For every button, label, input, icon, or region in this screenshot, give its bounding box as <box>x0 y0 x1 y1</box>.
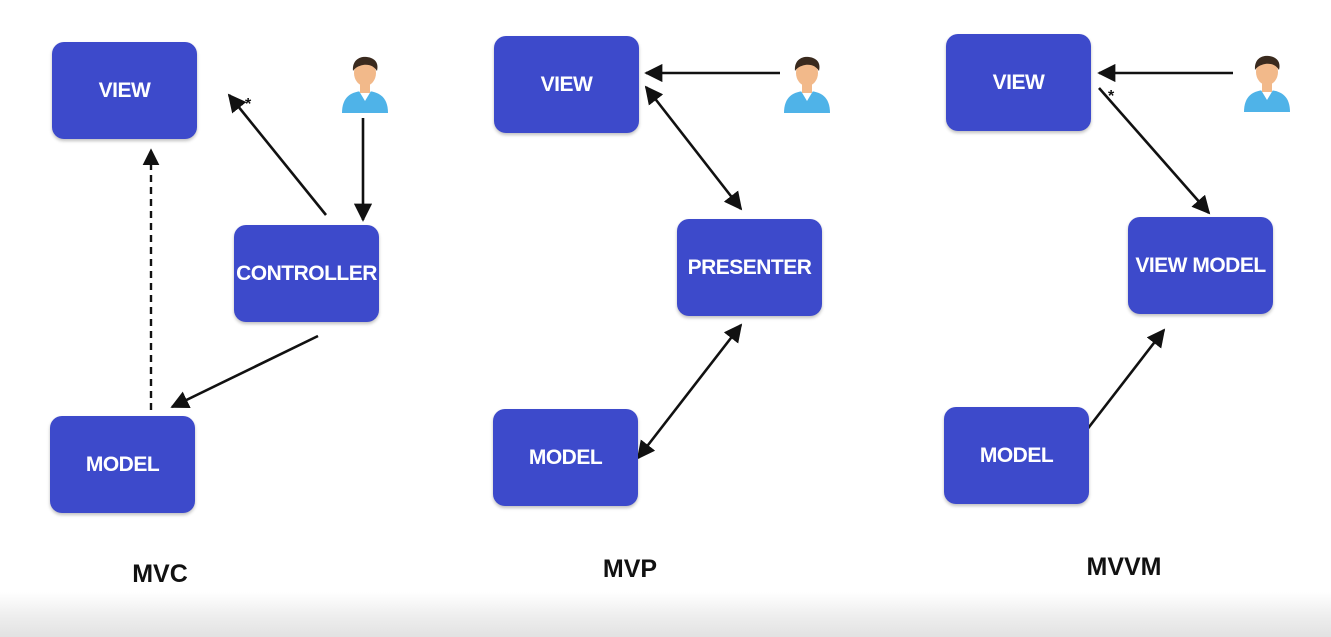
mvc-view-box: VIEW <box>52 42 197 139</box>
mvp-view-label: VIEW <box>540 72 593 96</box>
mvc-controller-label: CONTROLLER <box>236 261 377 285</box>
user-icon <box>1241 52 1293 112</box>
mvp-model-box: MODEL <box>493 409 638 506</box>
user-icon <box>339 53 391 113</box>
mvc-arrow-marker: * <box>245 96 252 113</box>
mvp-presenter-box: PRESENTER <box>677 219 822 316</box>
mvc-controller-to-view-arrow <box>227 93 328 216</box>
user-icon <box>781 53 833 113</box>
mvp-model-label: MODEL <box>528 445 603 469</box>
mvp-presenter-model-double-arrow <box>636 323 743 460</box>
mvvm-viewmodel-label: VIEW MODEL <box>1135 253 1266 277</box>
mvvm-model-box: MODEL <box>944 407 1089 504</box>
mvc-model-label: MODEL <box>85 452 160 476</box>
mvp-caption: MVP <box>602 555 658 583</box>
mvc-view-label: VIEW <box>98 78 151 102</box>
mvvm-arrow-marker: * <box>1108 88 1115 105</box>
mvvm-view-to-viewmodel-arrow <box>1098 87 1211 215</box>
mvp-view-box: VIEW <box>494 36 639 133</box>
mvvm-caption: MVVM <box>1086 553 1162 581</box>
bottom-fade <box>0 592 1331 637</box>
mvp-presenter-label: PRESENTER <box>687 255 812 279</box>
mvc-controller-box: CONTROLLER <box>234 225 379 322</box>
mvvm-viewmodel-box: VIEW MODEL <box>1128 217 1273 314</box>
mvvm-view-box: VIEW <box>946 34 1091 131</box>
mvvm-view-label: VIEW <box>992 70 1045 94</box>
mvp-view-presenter-double-arrow <box>644 85 743 211</box>
mvvm-model-label: MODEL <box>979 443 1054 467</box>
mvc-controller-to-model-arrow <box>170 334 319 409</box>
mvc-caption: MVC <box>132 560 188 588</box>
mvc-model-box: MODEL <box>50 416 195 513</box>
